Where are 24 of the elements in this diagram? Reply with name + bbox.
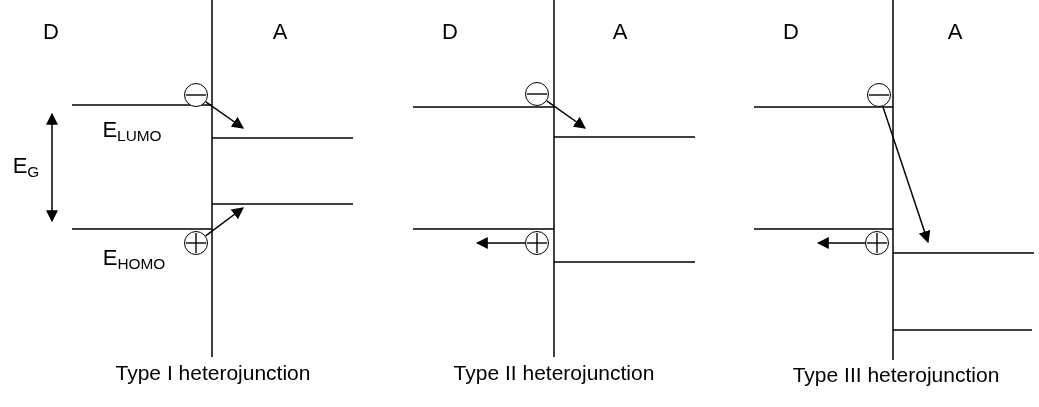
arrow [204, 207, 244, 237]
region-label: D [442, 21, 458, 43]
electron-symbol [525, 82, 549, 106]
hole-symbol [184, 231, 208, 255]
region-label: D [783, 21, 799, 43]
electron-symbol [184, 83, 208, 107]
arrow [882, 105, 931, 244]
energy-label: E$_{G}$ [12, 155, 40, 177]
panel-caption: Type I heterojunction [115, 361, 311, 383]
panel-caption: Type II heterojunction [453, 361, 655, 383]
region-label: D [43, 21, 59, 43]
energy-label: E$_{LUMO}$ [102, 119, 162, 141]
region-label: A [612, 21, 628, 43]
energy-label: E$_{HOMO}$ [102, 247, 166, 269]
arrow [205, 101, 244, 129]
hole-symbol [865, 231, 889, 255]
arrow [475, 237, 526, 249]
arrow [546, 100, 586, 129]
hole-symbol [525, 231, 549, 255]
region-label: A [947, 21, 963, 43]
region-label: A [272, 21, 288, 43]
arrow [816, 237, 866, 249]
panel-caption: Type III heterojunction [792, 363, 1000, 385]
electron-symbol [867, 83, 891, 107]
